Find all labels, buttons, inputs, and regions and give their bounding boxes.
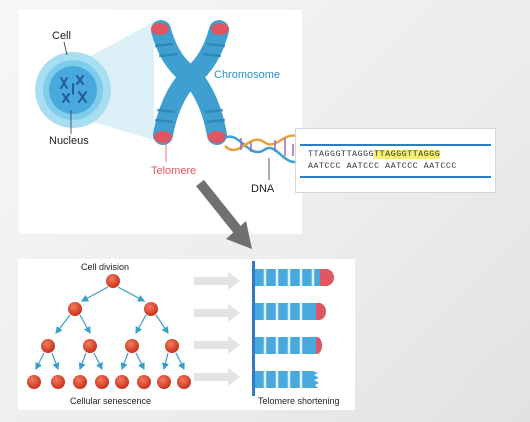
telomere-bottom-right bbox=[208, 131, 226, 143]
telomere-shortening-panel: Cell division Cellular senescence Telome… bbox=[18, 259, 355, 410]
cellular-senescence-label: Cellular senescence bbox=[70, 396, 152, 406]
chromosome-base-bar bbox=[252, 261, 255, 396]
sequence-strand-2: AATCCC AATCCC AATCCC AATCCC bbox=[308, 162, 457, 171]
telomere-top-right bbox=[211, 23, 229, 35]
cell-label: Cell bbox=[52, 30, 71, 42]
cell-chromosome-illustration bbox=[35, 20, 303, 180]
strand-bottom-line bbox=[300, 176, 491, 178]
telomere-shortening-label: Telomere shortening bbox=[258, 396, 340, 406]
telomere-rods bbox=[255, 269, 334, 388]
progress-arrows bbox=[194, 272, 240, 386]
cell-division-illustration bbox=[27, 261, 334, 396]
telomere-label: Telomere bbox=[151, 165, 197, 177]
down-arrow-icon bbox=[196, 179, 252, 249]
sequence-strand-1: TTAGGGTTAGGGTTAGGGTTAGGG bbox=[308, 150, 441, 159]
sequence-strand-1-plain: TTAGGGTTAGGG bbox=[308, 150, 375, 159]
red-cells bbox=[27, 274, 191, 389]
chromosome-label: Chromosome bbox=[214, 69, 281, 81]
cell-division-label: Cell division bbox=[81, 262, 130, 272]
dna-label: DNA bbox=[251, 183, 275, 195]
chromosome-icon bbox=[151, 20, 229, 145]
cell-pointer bbox=[63, 41, 68, 56]
dna-sequence-box: TTAGGGTTAGGGTTAGGGTTAGGG AATCCC AATCCC A… bbox=[295, 128, 496, 193]
dna-helix-icon bbox=[224, 134, 303, 164]
strand-top-line bbox=[300, 144, 491, 146]
nucleus-chromosomes bbox=[60, 75, 87, 103]
sequence-strand-1-highlight: TTAGGGTTAGGG bbox=[374, 150, 441, 159]
telomere-top-left bbox=[151, 23, 169, 35]
cell-chromosome-panel: Cell Nucleus Chromosome Telomere DNA bbox=[19, 10, 303, 234]
nucleus-label: Nucleus bbox=[49, 135, 89, 147]
division-arrows bbox=[35, 286, 185, 371]
telomere-bottom-left bbox=[154, 131, 172, 143]
